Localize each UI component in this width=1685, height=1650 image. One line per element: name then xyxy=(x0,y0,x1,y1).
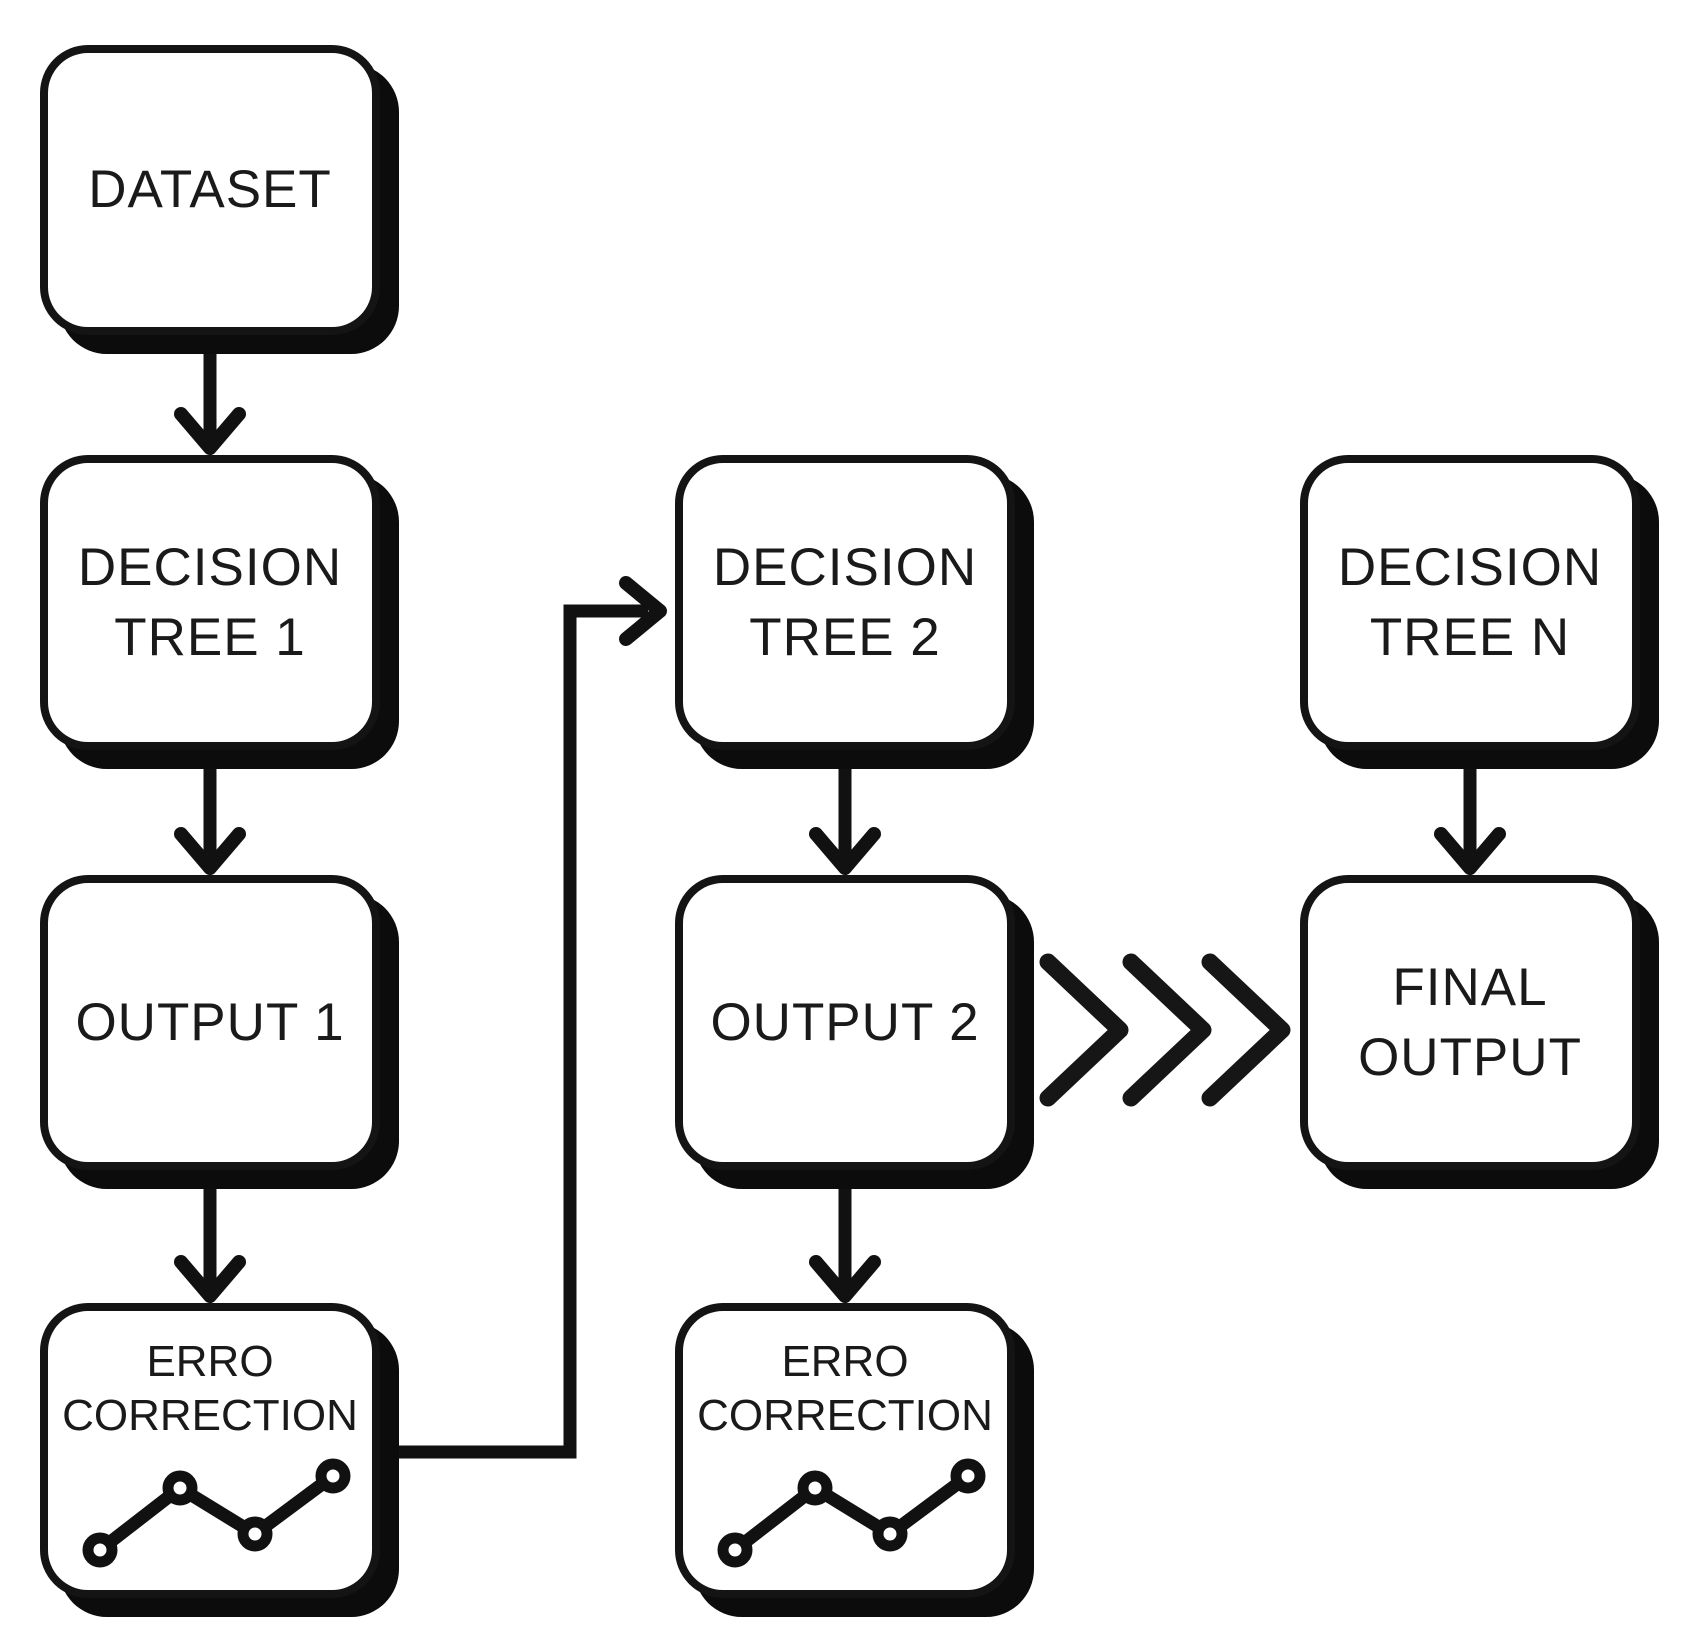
node-label: DECISION TREE N xyxy=(1337,537,1603,667)
node-error-correction-2: ERRO CORRECTION xyxy=(675,1303,1015,1598)
node-decision-tree-2: DECISION TREE 2 xyxy=(675,455,1015,750)
arrow-tree2-to-output2 xyxy=(809,768,881,875)
node-final-output: FINAL OUTPUT xyxy=(1300,875,1640,1170)
node-decision-tree-n: DECISION TREE N xyxy=(1300,455,1640,750)
line-chart-icon xyxy=(717,1458,986,1568)
node-label: OUTPUT 1 xyxy=(75,992,345,1052)
node-output-1: OUTPUT 1 xyxy=(40,875,380,1170)
node-label: OUTPUT 2 xyxy=(710,992,980,1052)
node-output-2: OUTPUT 2 xyxy=(675,875,1015,1170)
elbow-arrow-ec1-to-tree2 xyxy=(386,576,667,1459)
arrow-output1-to-ec1 xyxy=(174,1188,246,1303)
node-decision-tree-1: DECISION TREE 1 xyxy=(40,455,380,750)
arrow-output2-to-ec2 xyxy=(809,1188,881,1303)
node-label: DATASET xyxy=(88,160,332,220)
node-label: DECISION TREE 2 xyxy=(712,537,978,667)
node-dataset: DATASET xyxy=(40,45,380,335)
node-label: FINAL OUTPUT xyxy=(1358,957,1582,1087)
triple-chevron-right-icon xyxy=(1039,953,1291,1107)
node-label: DECISION TREE 1 xyxy=(77,537,343,667)
line-chart-icon xyxy=(82,1458,351,1568)
node-label: ERRO CORRECTION xyxy=(697,1337,993,1440)
node-error-correction-1: ERRO CORRECTION xyxy=(40,1303,380,1598)
arrow-tree1-to-output1 xyxy=(174,768,246,875)
node-label: ERRO CORRECTION xyxy=(62,1337,358,1440)
arrow-treeN-to-final xyxy=(1434,768,1506,875)
arrow-dataset-to-tree1 xyxy=(174,350,246,455)
